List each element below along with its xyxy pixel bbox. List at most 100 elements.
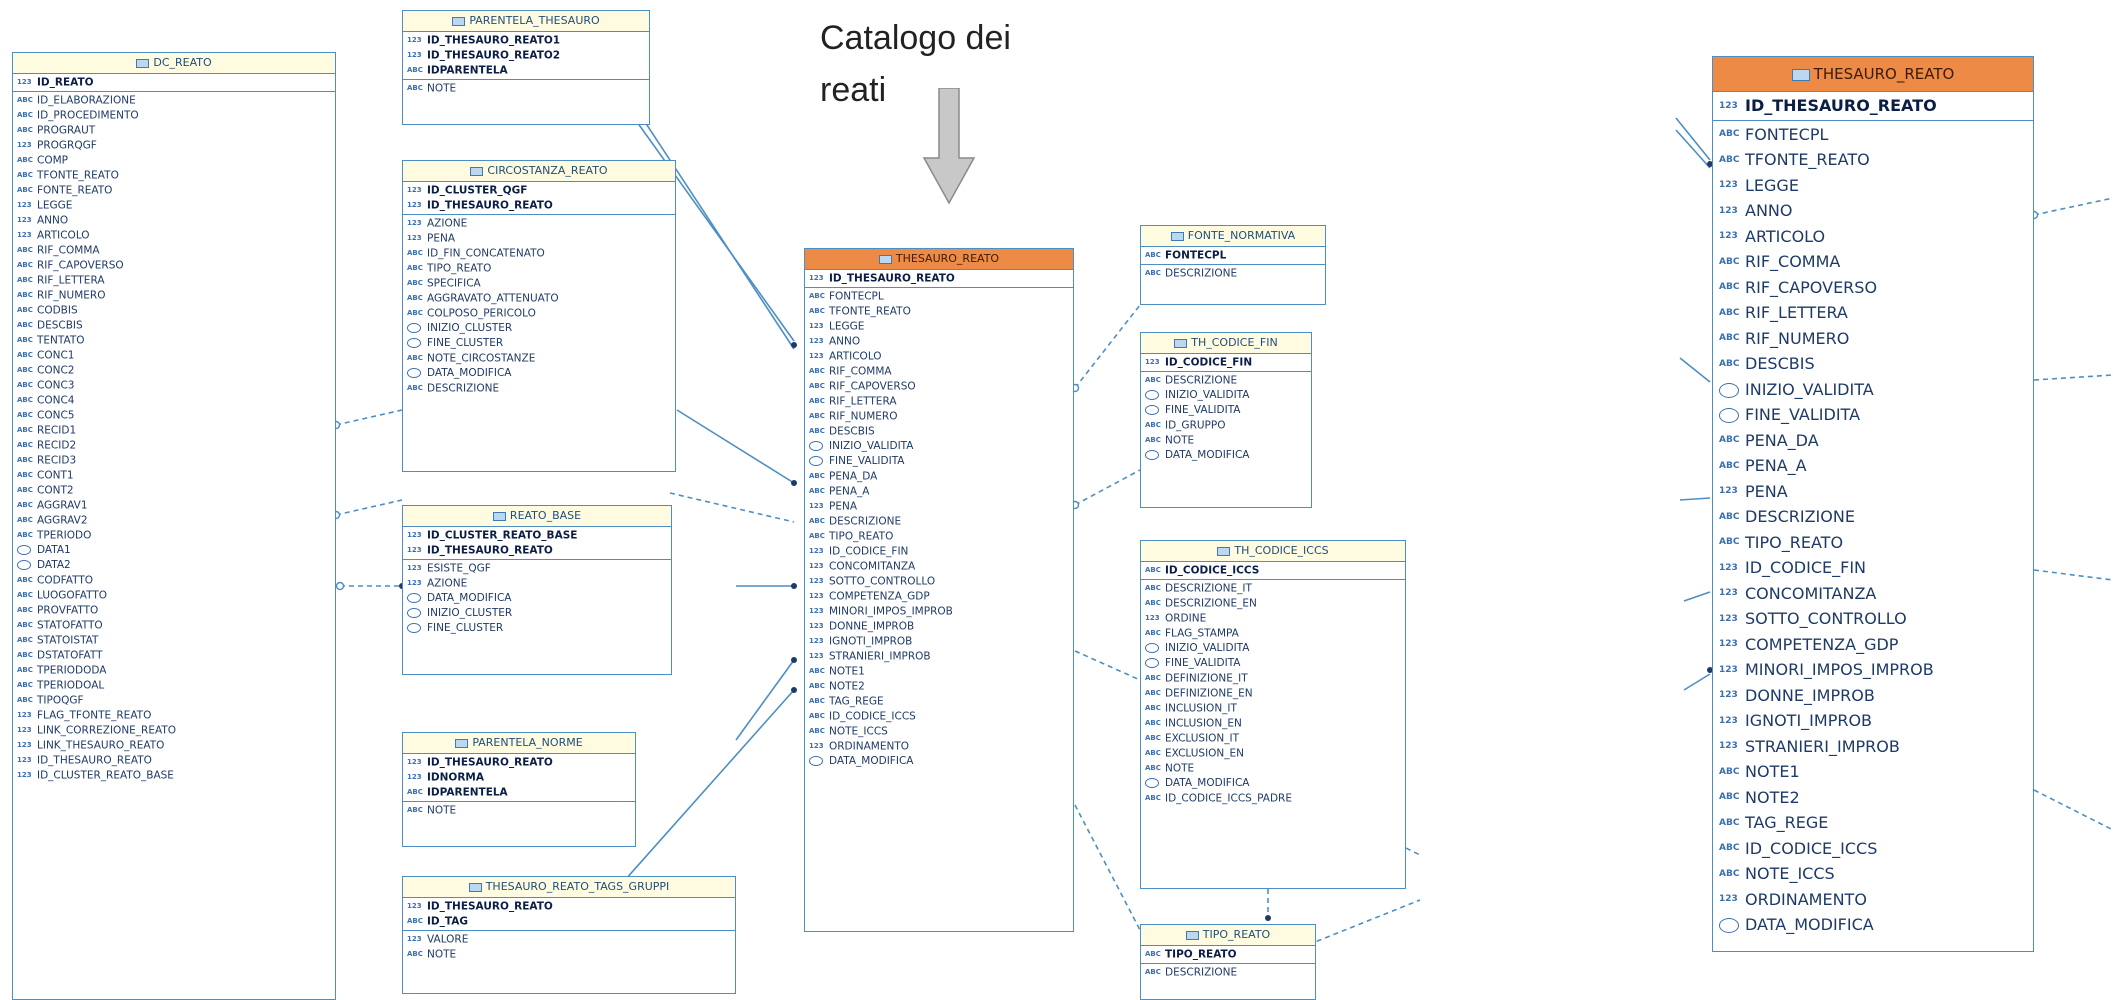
column-row[interactable]: DATA_MODIFICA: [1141, 776, 1405, 791]
column-row[interactable]: DATA1: [13, 543, 335, 558]
column-row[interactable]: DATA2: [13, 558, 335, 573]
column-row[interactable]: FINE_CLUSTER: [403, 336, 675, 351]
column-row[interactable]: DATA_MODIFICA: [403, 366, 675, 381]
column-row[interactable]: INIZIO_VALIDITA: [805, 439, 1073, 454]
column-row[interactable]: INIZIO_CLUSTER: [403, 606, 671, 621]
column-row[interactable]: INIZIO_VALIDITA: [1713, 377, 2033, 403]
